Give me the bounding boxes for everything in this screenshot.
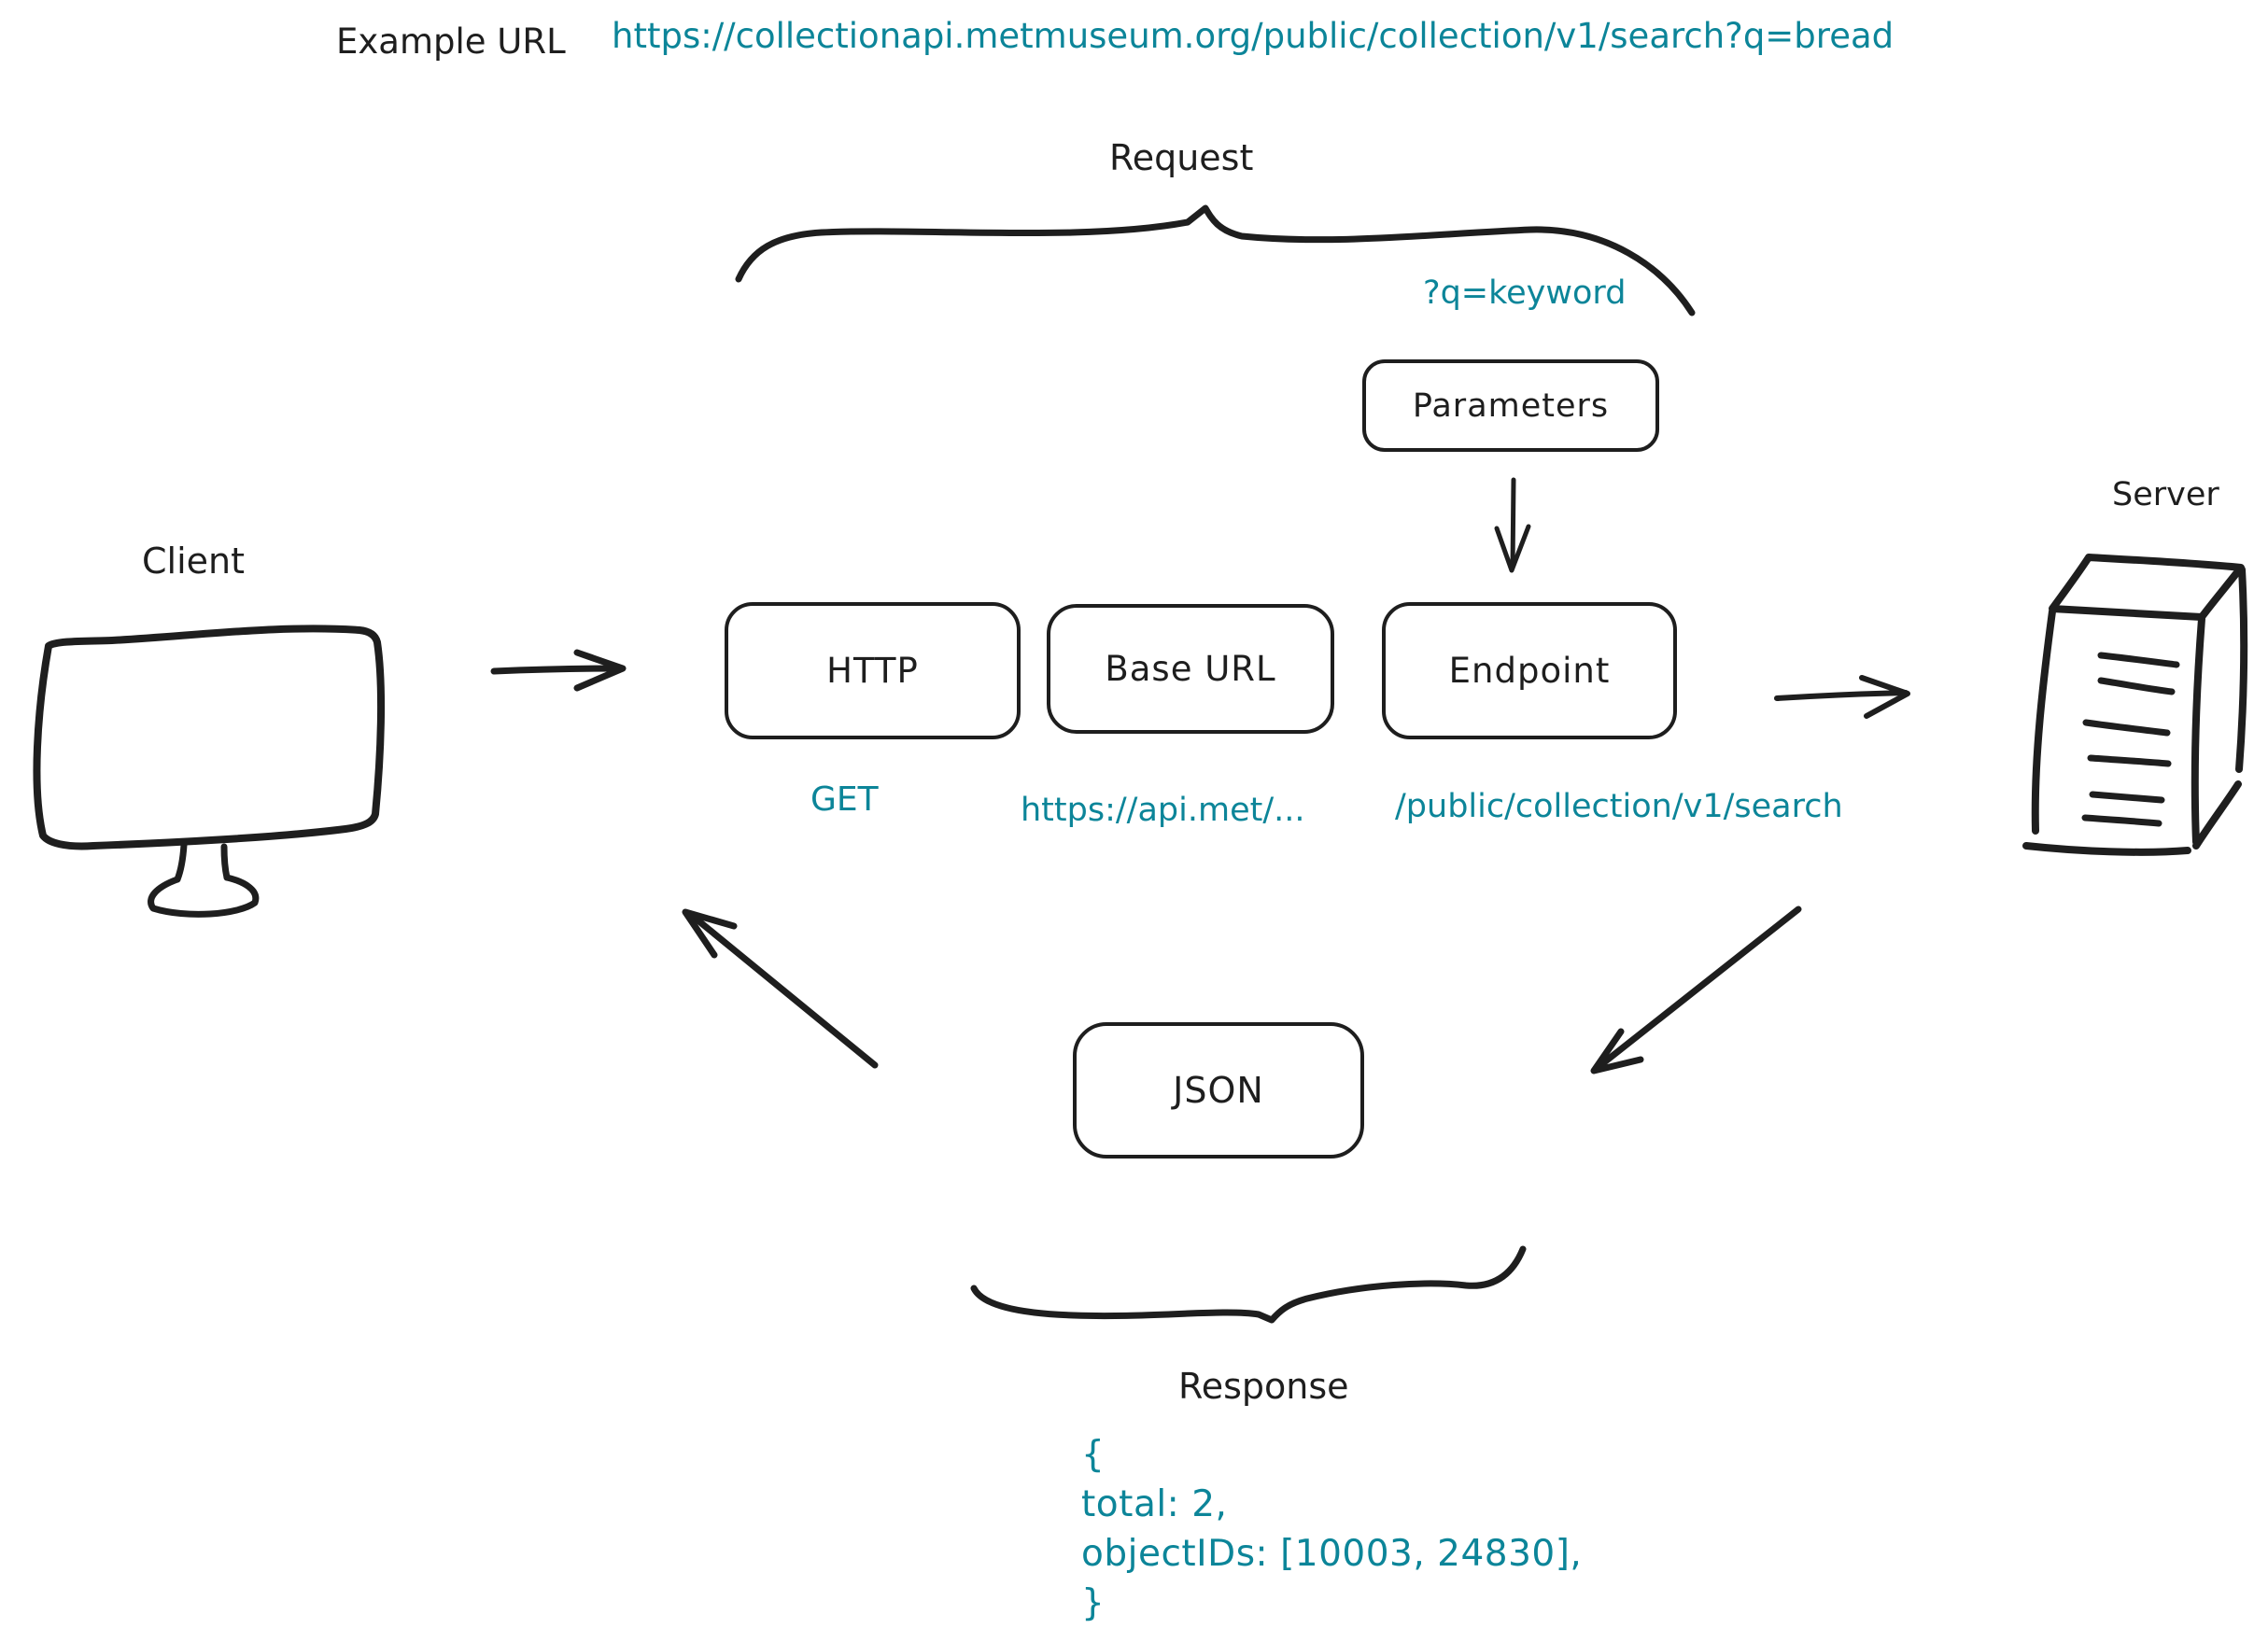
arrow-client-to-http xyxy=(490,649,627,692)
arrow-endpoint-to-server xyxy=(1774,675,1910,719)
response-json-line: } xyxy=(1081,1582,1106,1624)
server-label: Server xyxy=(2112,476,2219,513)
http-method-value: GET xyxy=(810,780,879,819)
response-json-line: { xyxy=(1081,1434,1106,1476)
json-box: JSON xyxy=(1073,1022,1364,1159)
base-url-value: https://api.met/... xyxy=(1021,792,1305,829)
base-url-box: Base URL xyxy=(1047,604,1334,734)
endpoint-box-label: Endpoint xyxy=(1448,651,1611,691)
endpoint-value: /public/collection/v1/search xyxy=(1395,788,1843,825)
parameters-box: Parameters xyxy=(1362,359,1659,452)
example-url-label: Example URL xyxy=(336,21,566,62)
query-param-hint: ?q=keyword xyxy=(1423,274,1627,312)
arrow-json-to-client xyxy=(682,908,879,1069)
example-url-value: https://collectionapi.metmuseum.org/publ… xyxy=(612,16,1895,56)
server-tower-icon xyxy=(2022,554,2248,856)
response-json-line: objectIDs: [10003, 24830], xyxy=(1081,1533,1583,1575)
arrow-parameters-to-endpoint xyxy=(1494,477,1531,573)
client-label: Client xyxy=(142,541,246,582)
response-json-line: total: 2, xyxy=(1081,1483,1228,1525)
request-label: Request xyxy=(1109,137,1254,178)
response-brace xyxy=(970,1245,1527,1324)
base-url-box-label: Base URL xyxy=(1105,649,1276,689)
parameters-box-label: Parameters xyxy=(1412,386,1610,425)
arrow-server-to-json xyxy=(1590,906,1802,1074)
endpoint-box: Endpoint xyxy=(1382,602,1677,739)
json-box-label: JSON xyxy=(1173,1070,1264,1111)
http-box: HTTP xyxy=(725,602,1021,739)
request-brace xyxy=(735,204,1696,316)
response-json-snippet: { total: 2, objectIDs: [10003, 24830], } xyxy=(1081,1430,1582,1628)
response-label: Response xyxy=(1178,1366,1349,1407)
http-box-label: HTTP xyxy=(826,651,919,691)
client-monitor-icon xyxy=(33,625,386,918)
